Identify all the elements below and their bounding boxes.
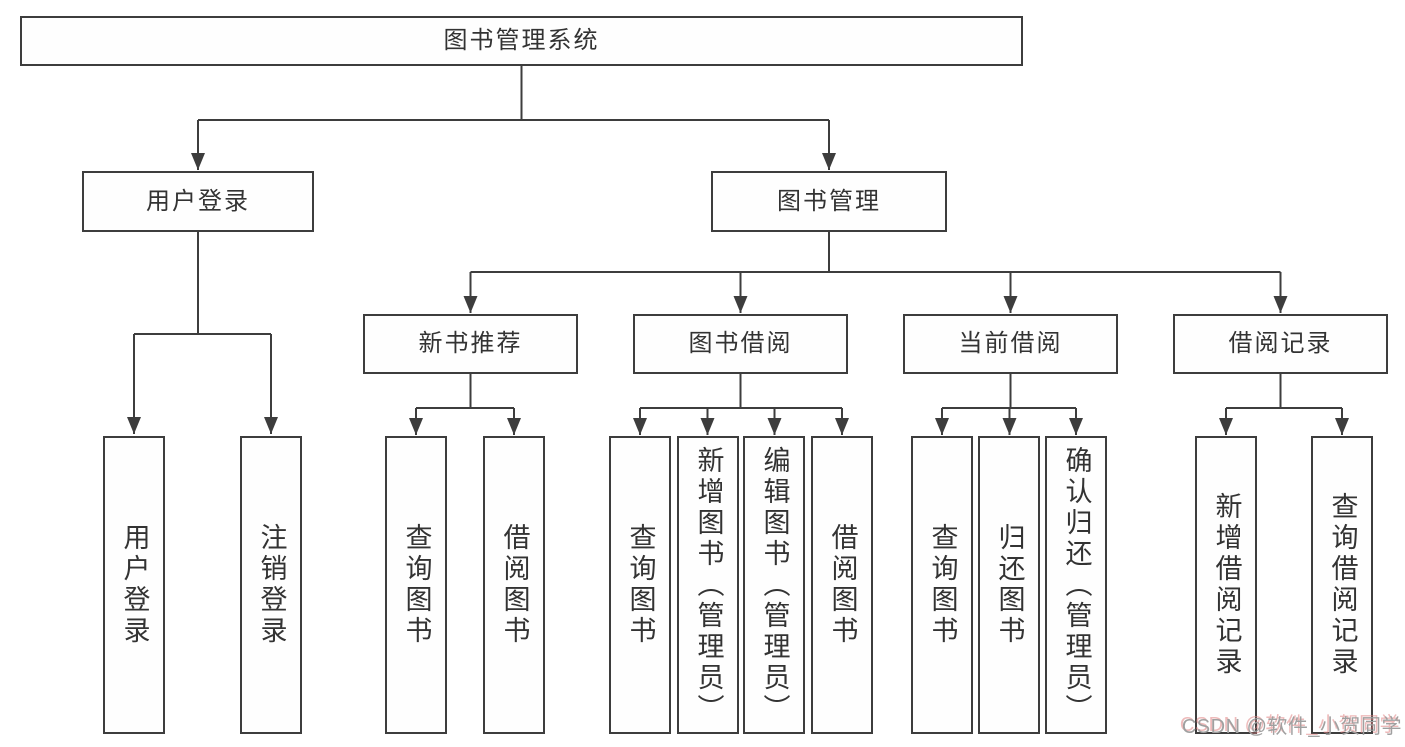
node-new-book-recommendation-label: 新书推荐	[418, 330, 523, 357]
leaf-current-return-books-label: 归还图书	[994, 523, 1025, 647]
leaf-logout: 注销登录	[240, 436, 302, 734]
csdn-watermark: CSDN @软件_小贺同学	[1181, 716, 1402, 738]
node-borrowing-records-label: 借阅记录	[1228, 330, 1333, 357]
node-user-login: 用户登录	[82, 171, 314, 232]
node-current-borrowing: 当前借阅	[903, 314, 1118, 374]
node-book-borrowing-label: 图书借阅	[688, 330, 793, 357]
leaf-borrowing-query-books: 查询图书	[609, 436, 671, 734]
leaf-borrowing-borrow-books-label: 借阅图书	[827, 523, 858, 647]
leaf-current-query-books-label: 查询图书	[927, 523, 958, 647]
node-new-book-recommendation: 新书推荐	[363, 314, 578, 374]
leaf-user-login: 用户登录	[103, 436, 165, 734]
leaf-records-add-record: 新增借阅记录	[1195, 436, 1257, 734]
connector-borrowing-records-trunk	[1226, 374, 1342, 409]
leaf-current-query-books: 查询图书	[911, 436, 973, 734]
node-root: 图书管理系统	[20, 16, 1023, 66]
leaf-current-confirm-return-admin-label: 确认归还（管理员）	[1061, 445, 1092, 725]
leaf-recommend-query-books: 查询图书	[385, 436, 447, 734]
leaf-borrowing-add-books-admin: 新增图书（管理员）	[677, 436, 739, 734]
node-user-login-label: 用户登录	[146, 187, 250, 215]
node-book-management: 图书管理	[711, 171, 947, 232]
leaf-user-login-label: 用户登录	[119, 523, 150, 647]
connector-root-trunk	[198, 66, 829, 121]
leaf-recommend-query-books-label: 查询图书	[401, 523, 432, 647]
leaf-borrowing-edit-books-admin: 编辑图书（管理员）	[743, 436, 805, 734]
connector-new-book-trunk	[416, 374, 514, 409]
leaf-records-add-record-label: 新增借阅记录	[1211, 492, 1242, 678]
connector-user-login-trunk	[134, 232, 271, 335]
leaf-records-query-record: 查询借阅记录	[1311, 436, 1373, 734]
connector-book-management-trunk	[470, 232, 1281, 273]
node-root-label: 图书管理系统	[443, 27, 600, 54]
leaf-current-return-books: 归还图书	[978, 436, 1040, 734]
node-current-borrowing-label: 当前借阅	[958, 330, 1063, 357]
node-book-borrowing: 图书借阅	[633, 314, 848, 374]
leaf-logout-label: 注销登录	[256, 523, 287, 647]
leaf-borrowing-query-books-label: 查询图书	[625, 523, 656, 647]
node-book-management-label: 图书管理	[777, 187, 881, 215]
leaf-borrowing-add-books-admin-label: 新增图书（管理员）	[693, 445, 724, 725]
connector-current-borrowing-trunk	[942, 374, 1076, 409]
node-borrowing-records: 借阅记录	[1173, 314, 1388, 374]
leaf-recommend-borrow-books: 借阅图书	[483, 436, 545, 734]
leaf-current-confirm-return-admin: 确认归还（管理员）	[1045, 436, 1107, 734]
leaf-borrowing-edit-books-admin-label: 编辑图书（管理员）	[759, 445, 790, 725]
leaf-recommend-borrow-books-label: 借阅图书	[499, 523, 530, 647]
leaf-borrowing-borrow-books: 借阅图书	[811, 436, 873, 734]
connector-book-borrowing-trunk	[640, 374, 842, 409]
leaf-records-query-record-label: 查询借阅记录	[1327, 492, 1358, 678]
